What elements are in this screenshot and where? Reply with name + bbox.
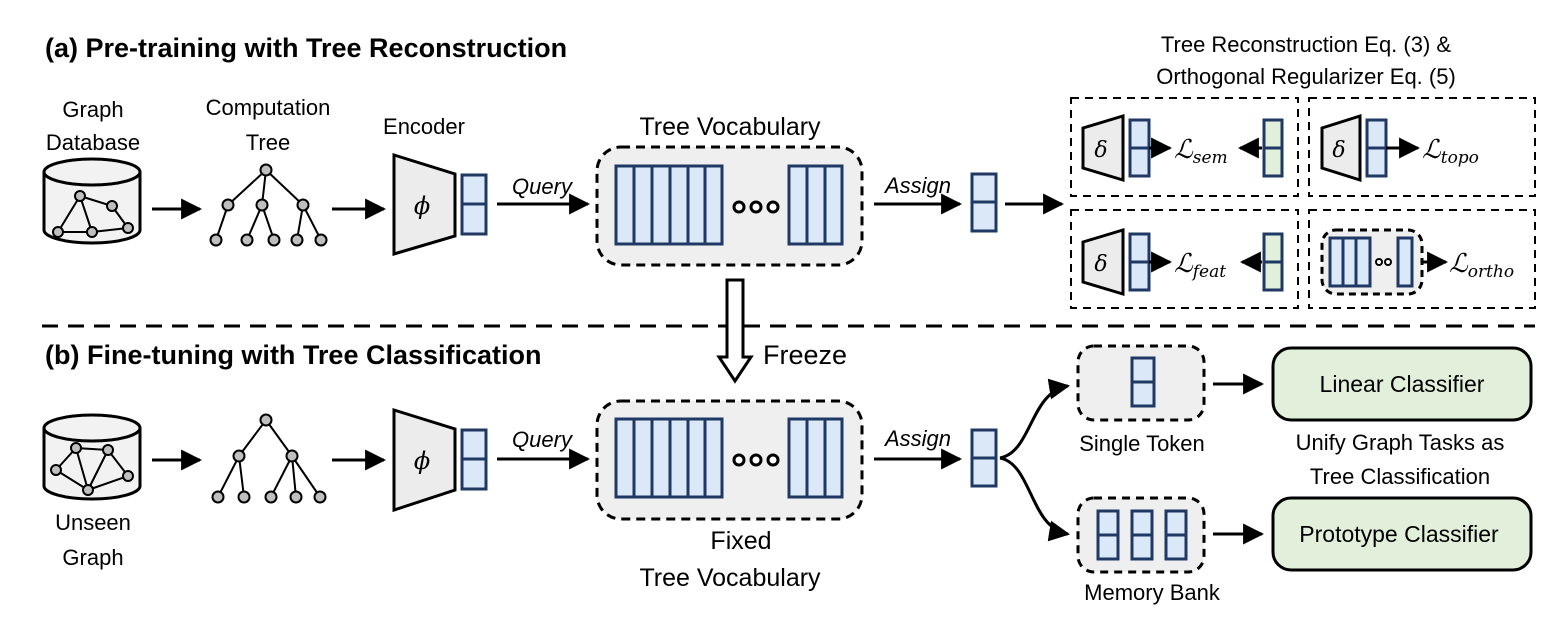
encoder-b-shape — [392, 407, 457, 513]
computation-tree-icon — [209, 163, 328, 247]
unseen-graph-icon — [42, 413, 142, 501]
unify-label-1: Unify Graph Tasks as — [1296, 430, 1505, 455]
single-token — [1130, 356, 1156, 408]
section-b-title: (b) Fine-tuning with Tree Classification — [45, 340, 542, 370]
query-label-b: Query — [512, 427, 574, 452]
encoder-shape — [392, 152, 457, 257]
unseen-graph-label-2: Graph — [62, 545, 123, 570]
encoder-output-token — [460, 173, 488, 236]
loss-ortho-panel: ℒortho — [1308, 209, 1536, 309]
single-token-label: Single Token — [1079, 431, 1205, 456]
loss-sem-panel: δ ℒsem — [1070, 97, 1299, 197]
assigned-token-a — [970, 172, 998, 233]
computation-tree-label-1: Computation — [206, 95, 331, 120]
memory-bank-tokens — [1096, 509, 1188, 561]
encoder-label: Encoder — [383, 114, 465, 139]
branch-arrow-memory — [999, 456, 1071, 542]
fixed-vocabulary-tokens — [614, 417, 844, 499]
memory-bank-label: Memory Bank — [1084, 580, 1221, 605]
encoder-symbol: ϕ — [414, 192, 430, 220]
graph-database-icon — [42, 157, 142, 245]
prototype-classifier-label: Prototype Classifier — [1299, 521, 1499, 547]
query-label-a: Query — [512, 174, 574, 199]
section-a-title: (a) Pre-training with Tree Reconstructio… — [45, 33, 567, 63]
fixed-vocab-label-1: Fixed — [710, 527, 771, 555]
assign-label-b: Assign — [883, 426, 951, 451]
unseen-graph-label-1: Unseen — [55, 510, 131, 535]
freeze-arrow-icon — [716, 278, 754, 384]
graph-database-label-1: Graph — [62, 97, 123, 122]
linear-classifier-box — [1271, 346, 1533, 422]
computation-tree-label-2: Tree — [246, 130, 290, 155]
freeze-label: Freeze — [763, 340, 847, 370]
decoder-symbol-sem: δ — [1094, 138, 1107, 163]
encoder-b-output-token — [460, 428, 488, 491]
loss-feat-panel: δ ℒfeat — [1070, 209, 1299, 309]
loss-feat: ℒfeat — [1174, 249, 1226, 282]
recon-header-1: Tree Reconstruction Eq. (3) & — [1161, 32, 1452, 57]
encoder-b-symbol: ϕ — [414, 447, 430, 475]
linear-classifier-label: Linear Classifier — [1320, 371, 1485, 397]
branch-arrow-single — [999, 378, 1071, 460]
tree-vocabulary-tokens — [614, 164, 844, 246]
tree-vocabulary-label: Tree Vocabulary — [639, 113, 821, 141]
prototype-classifier-box — [1271, 496, 1533, 572]
decoder-symbol-topo: δ — [1332, 138, 1345, 163]
assign-label-a: Assign — [883, 173, 951, 198]
loss-ortho: ℒortho — [1449, 249, 1514, 282]
assigned-token-b — [970, 428, 998, 488]
graph-database-label-2: Database — [46, 130, 140, 155]
loss-topo-panel: δ ℒtopo — [1308, 97, 1536, 197]
loss-sem: ℒsem — [1174, 135, 1228, 168]
fixed-vocab-label-2: Tree Vocabulary — [639, 564, 821, 592]
computation-tree-b-icon — [211, 413, 327, 504]
recon-header-2: Orthogonal Regularizer Eq. (5) — [1156, 64, 1456, 89]
loss-topo: ℒtopo — [1422, 135, 1479, 168]
unify-label-2: Tree Classification — [1310, 464, 1490, 489]
decoder-symbol-feat: δ — [1094, 252, 1107, 277]
